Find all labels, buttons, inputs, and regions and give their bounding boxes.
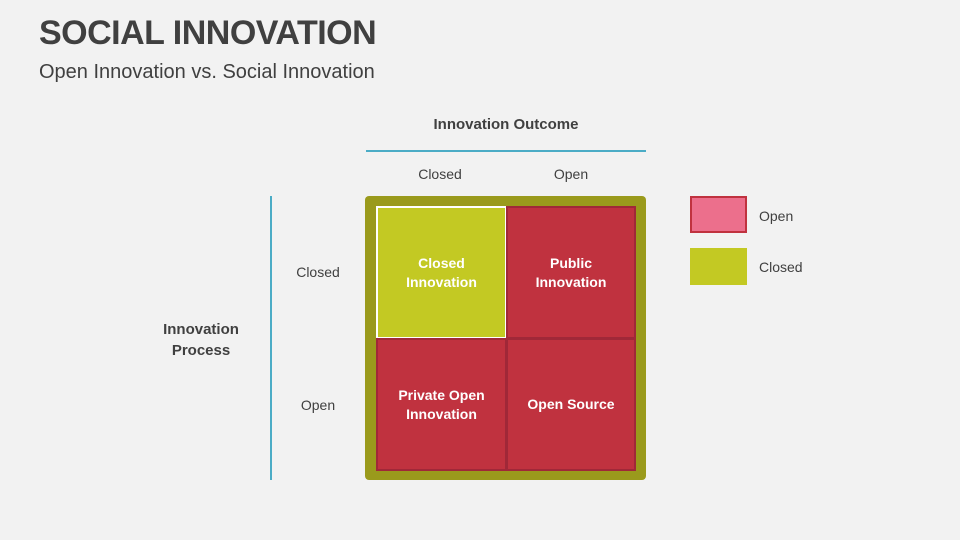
- cell-label: Closed Innovation: [406, 254, 477, 290]
- cell-closed-innovation: Closed Innovation: [376, 206, 507, 339]
- page-subtitle: Open Innovation vs. Social Innovation: [39, 61, 375, 83]
- process-axis-heading: Innovation Process: [163, 321, 239, 359]
- legend-swatch-closed: [690, 248, 747, 285]
- legend-label-closed: Closed: [759, 259, 803, 275]
- outcome-axis-heading: Innovation Outcome: [433, 116, 579, 133]
- cell-private-open-innovation: Private Open Innovation: [376, 338, 507, 471]
- cell-label: Private Open Innovation: [398, 386, 485, 422]
- column-label-open: Open: [553, 166, 589, 182]
- page-title: SOCIAL INNOVATION: [39, 14, 377, 52]
- outcome-axis-line: [366, 150, 646, 152]
- row-label-open: Open: [300, 397, 336, 413]
- column-label-closed: Closed: [418, 166, 462, 182]
- legend-label-open: Open: [759, 208, 794, 224]
- legend-swatch-open: [690, 196, 747, 233]
- process-axis-line: [270, 196, 272, 480]
- cell-label: Public Innovation: [535, 254, 607, 290]
- cell-label: Open Source: [527, 396, 615, 412]
- cell-public-innovation: Public Innovation: [506, 206, 636, 339]
- cell-open-source: Open Source: [506, 338, 636, 471]
- row-label-closed: Closed: [296, 264, 340, 280]
